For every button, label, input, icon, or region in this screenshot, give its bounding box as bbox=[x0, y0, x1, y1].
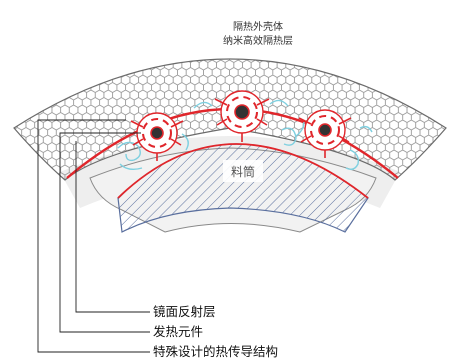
shell-label-line1: 隔热外壳体 bbox=[233, 20, 283, 33]
conduction-structure bbox=[117, 99, 373, 171]
barrel-inner-boundary bbox=[117, 143, 369, 199]
heating-unit-right bbox=[298, 109, 352, 158]
shell-label-line2: 纳米高效隔热层 bbox=[223, 34, 293, 47]
heating-unit-center bbox=[214, 90, 270, 142]
callout-conduction-structure: 特殊设计的热传导结构 bbox=[153, 344, 278, 359]
barrel-label-box bbox=[223, 160, 263, 182]
shell-inner-fill bbox=[60, 136, 400, 208]
callout-heating-element: 发热元件 bbox=[153, 324, 203, 339]
leader-mirror bbox=[75, 141, 150, 313]
callout-mirror-layer: 镜面反射层 bbox=[153, 304, 216, 319]
callout-leaders bbox=[37, 119, 150, 353]
barrel-label: 料筒 bbox=[231, 164, 255, 179]
